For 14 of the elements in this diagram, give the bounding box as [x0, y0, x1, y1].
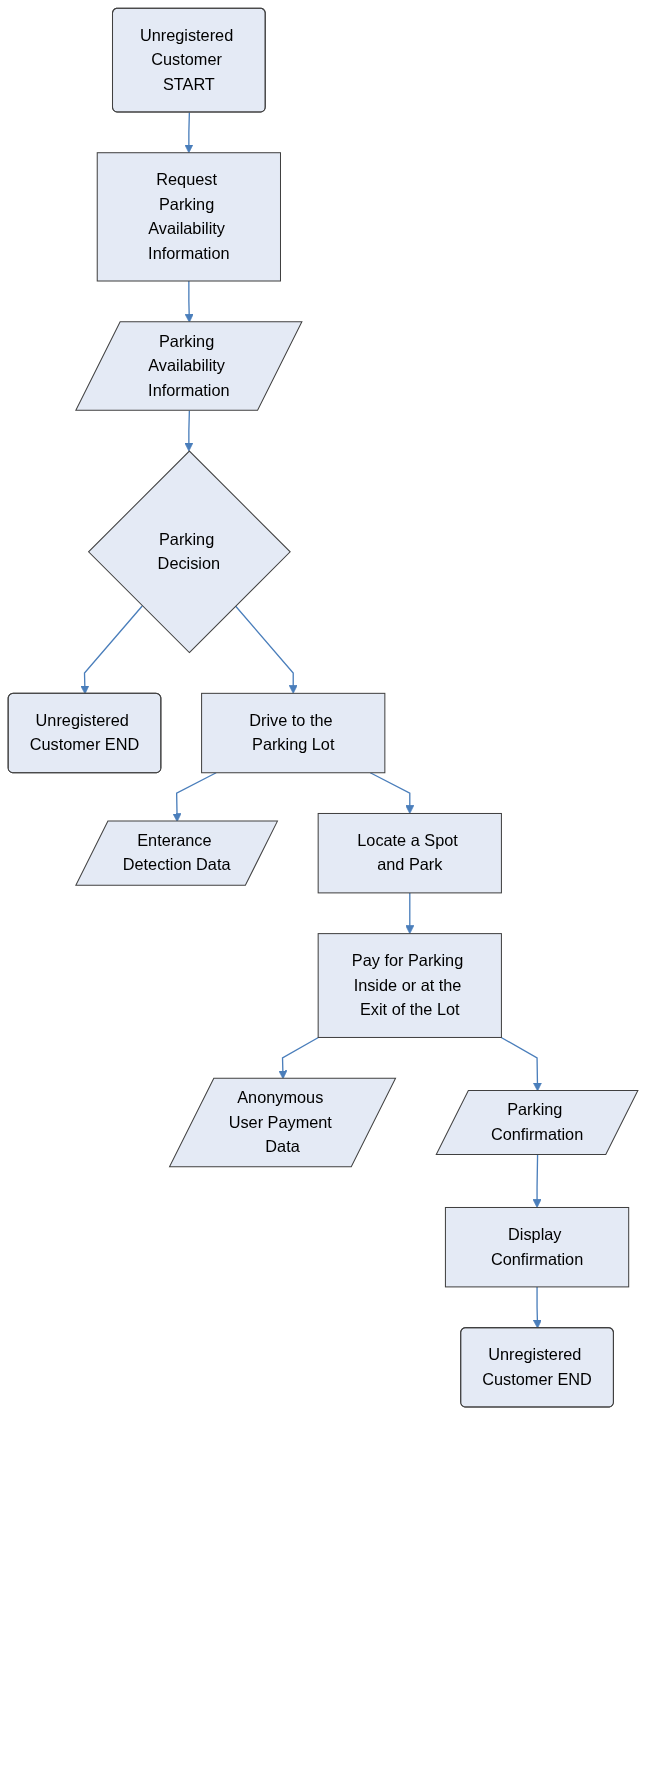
arrow: [532, 1286, 542, 1329]
arrow: [184, 410, 194, 452]
arrow: [184, 111, 194, 154]
arrow: [80, 605, 143, 695]
node-box: Request Parking Availability Information: [96, 152, 281, 282]
arrow: [532, 1154, 542, 1208]
node-box: Pay for Parking Inside or at the Exit of the Lot: [317, 933, 502, 1038]
node-diamond: Parking Decision: [87, 450, 291, 654]
arrow: [405, 892, 415, 934]
arrow: [369, 772, 415, 814]
node-box: Display Confirmation: [444, 1207, 630, 1288]
arrow: [234, 605, 298, 694]
node-box: Drive to the Parking Lot: [201, 692, 386, 774]
node-box: Locate a Spot and Park: [317, 812, 502, 894]
